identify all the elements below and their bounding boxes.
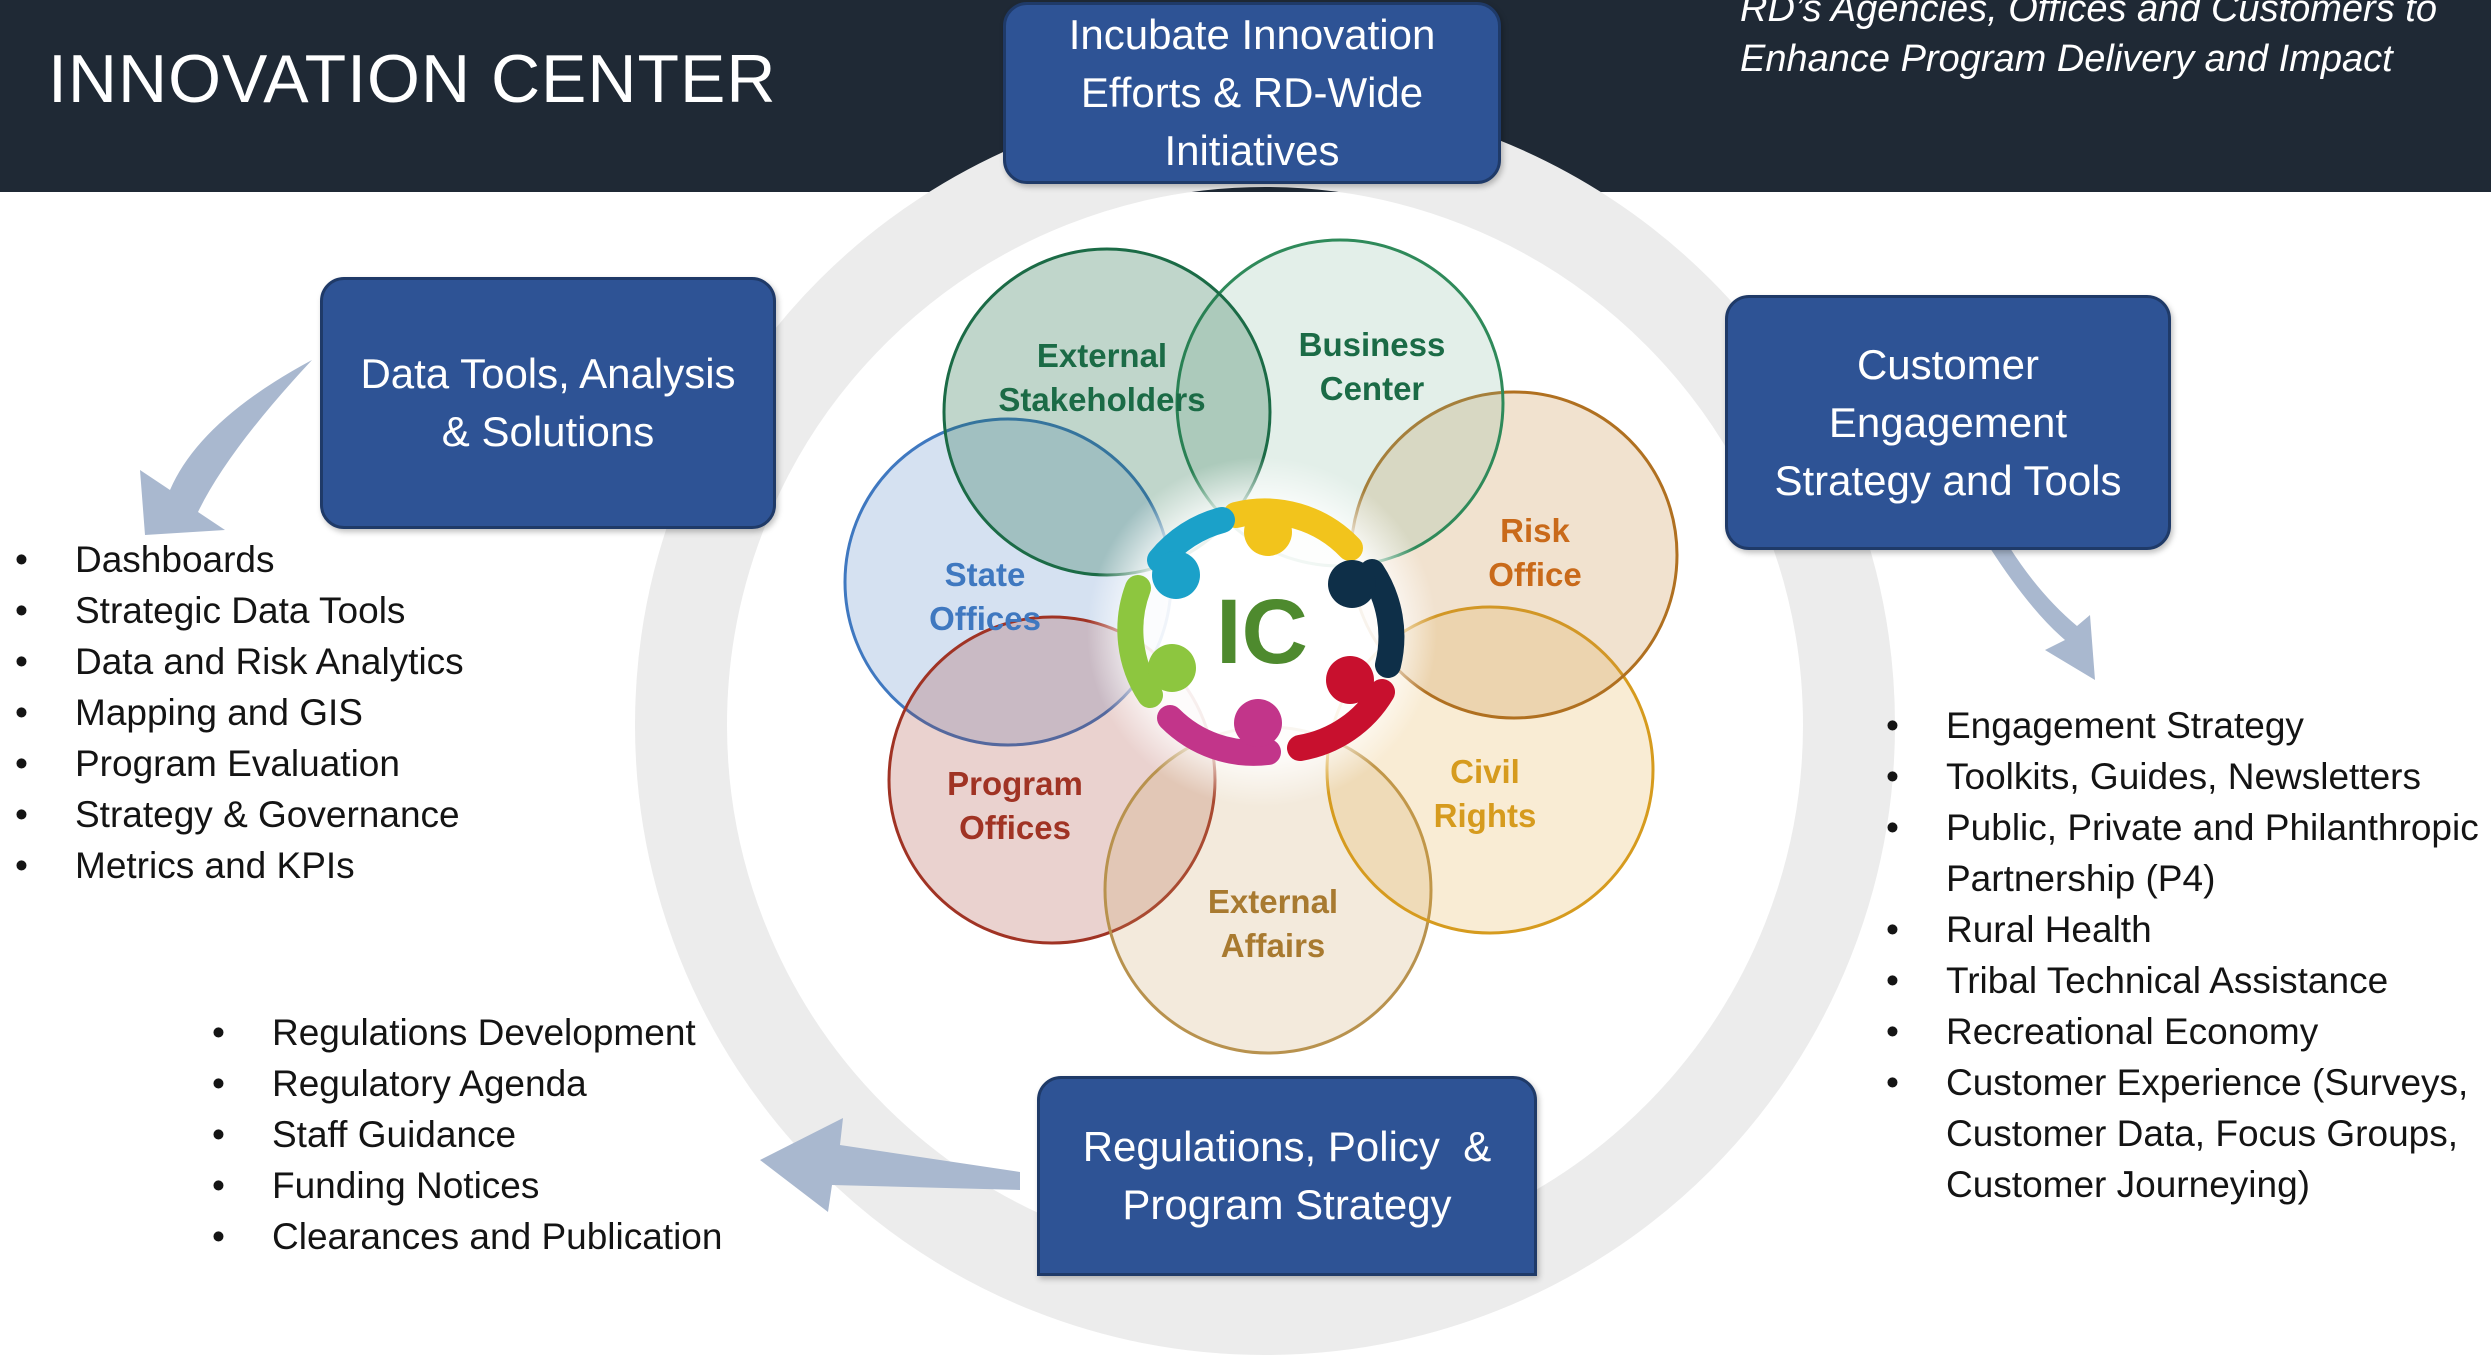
list-item: Staff Guidance xyxy=(212,1109,772,1160)
ic-logo-ring xyxy=(1117,498,1405,766)
ic-logo-text: IC xyxy=(1216,581,1308,683)
list-item: Dashboards xyxy=(15,534,535,585)
list-item: Regulatory Agenda xyxy=(212,1058,772,1109)
box-regulations-policy: Regulations, Policy & Program Strategy xyxy=(1037,1076,1537,1276)
list-data-tools: Dashboards Strategic Data Tools Data and… xyxy=(15,534,535,891)
list-item: Tribal Technical Assistance xyxy=(1886,955,2486,1006)
label-risk-office: Risk Office xyxy=(1488,512,1582,593)
list-item: Funding Notices xyxy=(212,1160,772,1211)
arrow-to-data-tools-list xyxy=(140,360,312,535)
box-incubate-innovation: Incubate Innovation Efforts & RD-Wide In… xyxy=(1003,2,1501,184)
page-title: INNOVATION CENTER xyxy=(48,41,777,117)
label-program-offices: Program Offices xyxy=(947,765,1083,846)
label-external-stakeholders: External Stakeholders xyxy=(998,337,1206,418)
list-item: Public, Private and Philanthropic Partne… xyxy=(1886,802,2486,904)
list-item: Regulations Development xyxy=(212,1007,772,1058)
arrow-to-regulations-list xyxy=(760,1118,1020,1212)
label-state-offices: State Offices xyxy=(929,556,1041,637)
box-customer-engagement: Customer Engagement Strategy and Tools xyxy=(1725,295,2171,550)
tagline-line-2: Enhance Program Delivery and Impact xyxy=(1740,38,2393,80)
list-item: Recreational Economy xyxy=(1886,1006,2486,1057)
label-business-center: Business Center xyxy=(1298,326,1446,407)
list-item: Customer Experience (Surveys, Customer D… xyxy=(1886,1057,2486,1210)
diagram-graphics xyxy=(140,238,2095,1212)
ic-logo-people xyxy=(1148,508,1376,747)
arrow-to-customer-list xyxy=(1990,548,2095,680)
label-external-affairs: External Affairs xyxy=(1207,883,1339,964)
list-item: Engagement Strategy xyxy=(1886,700,2486,751)
list-item: Data and Risk Analytics xyxy=(15,636,535,687)
box-data-tools: Data Tools, Analysis & Solutions xyxy=(320,277,776,529)
list-item: Strategic Data Tools xyxy=(15,585,535,636)
list-item: Program Evaluation xyxy=(15,738,535,789)
header-tagline: RD’s Agencies, Offices and Customers to … xyxy=(1740,0,2480,84)
list-item: Clearances and Publication xyxy=(212,1211,772,1262)
list-item: Mapping and GIS xyxy=(15,687,535,738)
list-regulations: Regulations Development Regulatory Agend… xyxy=(212,1007,772,1262)
label-civil-rights: Civil Rights xyxy=(1433,753,1537,834)
list-item: Rural Health xyxy=(1886,904,2486,955)
list-item: Toolkits, Guides, Newsletters xyxy=(1886,751,2486,802)
list-item: Strategy & Governance xyxy=(15,789,535,840)
list-item: Metrics and KPIs xyxy=(15,840,535,891)
tagline-line-1: RD’s Agencies, Offices and Customers to xyxy=(1740,0,2437,30)
list-customer-engagement: Engagement Strategy Toolkits, Guides, Ne… xyxy=(1886,700,2486,1210)
